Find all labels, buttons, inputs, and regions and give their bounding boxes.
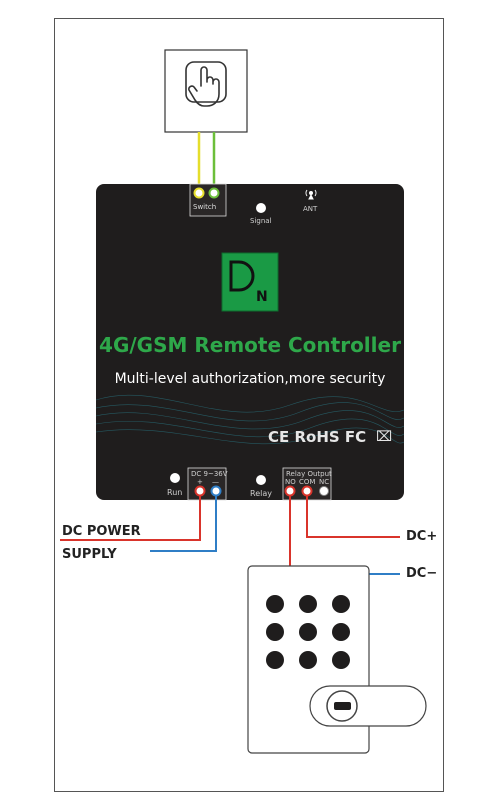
- power-label: DC 9~36V: [191, 470, 228, 478]
- power-supply-label-line2: SUPPLY: [62, 547, 117, 562]
- switch-terminal-2: [208, 187, 220, 199]
- no-label: NO: [285, 478, 296, 486]
- relay-terminal-no: [284, 485, 296, 497]
- image-frame: [54, 18, 444, 792]
- top-terminal-panel: [189, 183, 227, 217]
- decorative-waves: [95, 394, 405, 445]
- logo-mark: [229, 260, 255, 292]
- logo-n: N: [256, 289, 268, 305]
- run-led: [170, 473, 180, 483]
- switch-terminal-1: [193, 187, 205, 199]
- minus-label: —: [212, 478, 219, 486]
- dc-minus-label: DC−: [406, 566, 438, 581]
- relay-output-label: Relay Output: [286, 470, 332, 478]
- controller-body: [96, 184, 404, 500]
- hand-pointer-icon: [185, 61, 227, 107]
- power-terminal-plus: [194, 485, 206, 497]
- wire-power-blue: [150, 496, 217, 552]
- wire-relay-com: [306, 496, 400, 538]
- ant-label: ANT: [303, 205, 318, 213]
- dc-plus-label: DC+: [406, 529, 438, 544]
- weee-bin-icon: ⌧: [376, 428, 393, 444]
- power-supply-label-line1: DC POWER: [62, 524, 141, 539]
- relay-led: [256, 475, 266, 485]
- antenna-icon: [305, 189, 317, 200]
- keypad-buttons: [266, 595, 350, 669]
- run-label: Run: [167, 488, 183, 497]
- com-label: COM: [299, 478, 316, 486]
- certification-marks: CE RoHS FC: [268, 428, 367, 446]
- device-subtitle: Multi-level authorization,more security: [114, 371, 386, 387]
- power-terminal-minus: [210, 485, 222, 497]
- lock-keyhole: [334, 702, 351, 710]
- relay-terminal-nc: [319, 486, 329, 496]
- push-button-box: [164, 49, 248, 133]
- relay-terminal-com: [301, 485, 313, 497]
- plus-label: +: [197, 478, 203, 486]
- nc-label: NC: [319, 478, 330, 486]
- wire-power-red: [60, 496, 201, 541]
- relay-label: Relay: [250, 489, 272, 498]
- switch-label: Switch: [193, 203, 217, 211]
- signal-label: Signal: [250, 217, 272, 225]
- signal-led: [256, 203, 266, 213]
- device-title: 4G/GSM Remote Controller: [99, 333, 401, 357]
